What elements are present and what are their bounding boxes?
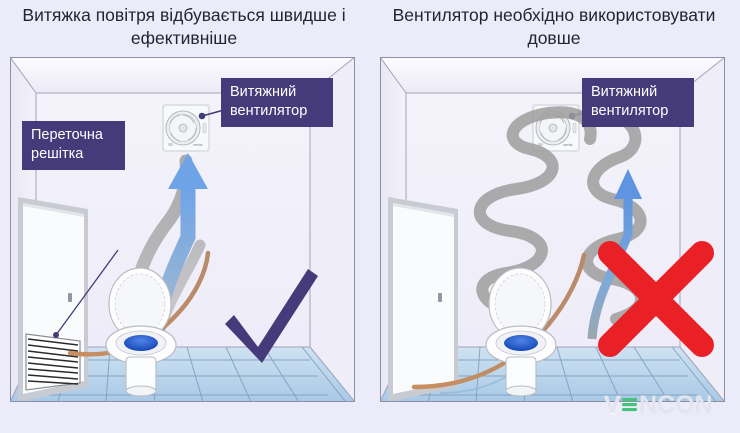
svg-text:vents: vents xyxy=(563,142,573,147)
checkmark-icon xyxy=(225,269,318,363)
logo-letter-v: V xyxy=(604,392,621,418)
airflow-arrow-up xyxy=(587,169,642,340)
cross-icon xyxy=(598,241,714,357)
label-transfer-grille: Переточна решітка xyxy=(22,121,125,170)
toilet xyxy=(105,267,177,397)
logo-letters-ncon: NCON xyxy=(639,392,713,418)
door-with-grille xyxy=(18,197,88,402)
panel-title-left: Витяжка повітря відбувається швидше і еф… xyxy=(22,5,346,48)
transfer-grille xyxy=(25,333,81,391)
panel-title-right: Вентилятор необхідно використовувати дов… xyxy=(392,5,716,48)
grille-callout-line xyxy=(55,249,119,336)
toilet-water xyxy=(124,335,158,351)
logo-accent-e xyxy=(622,398,637,412)
grille-callout-dot xyxy=(53,332,59,338)
toilet-water xyxy=(504,335,538,351)
label-exhaust-fan-left: Витяжний вентилятор xyxy=(221,78,333,127)
svg-text:vents: vents xyxy=(193,142,203,147)
toilet xyxy=(485,267,557,397)
exhaust-fan-unit: vents xyxy=(162,104,210,152)
door-without-grille xyxy=(388,197,458,402)
vencon-logo: V NCON xyxy=(604,391,716,419)
label-exhaust-fan-right: Витяжний вентилятор xyxy=(582,78,694,127)
intake-airflow xyxy=(67,250,211,357)
